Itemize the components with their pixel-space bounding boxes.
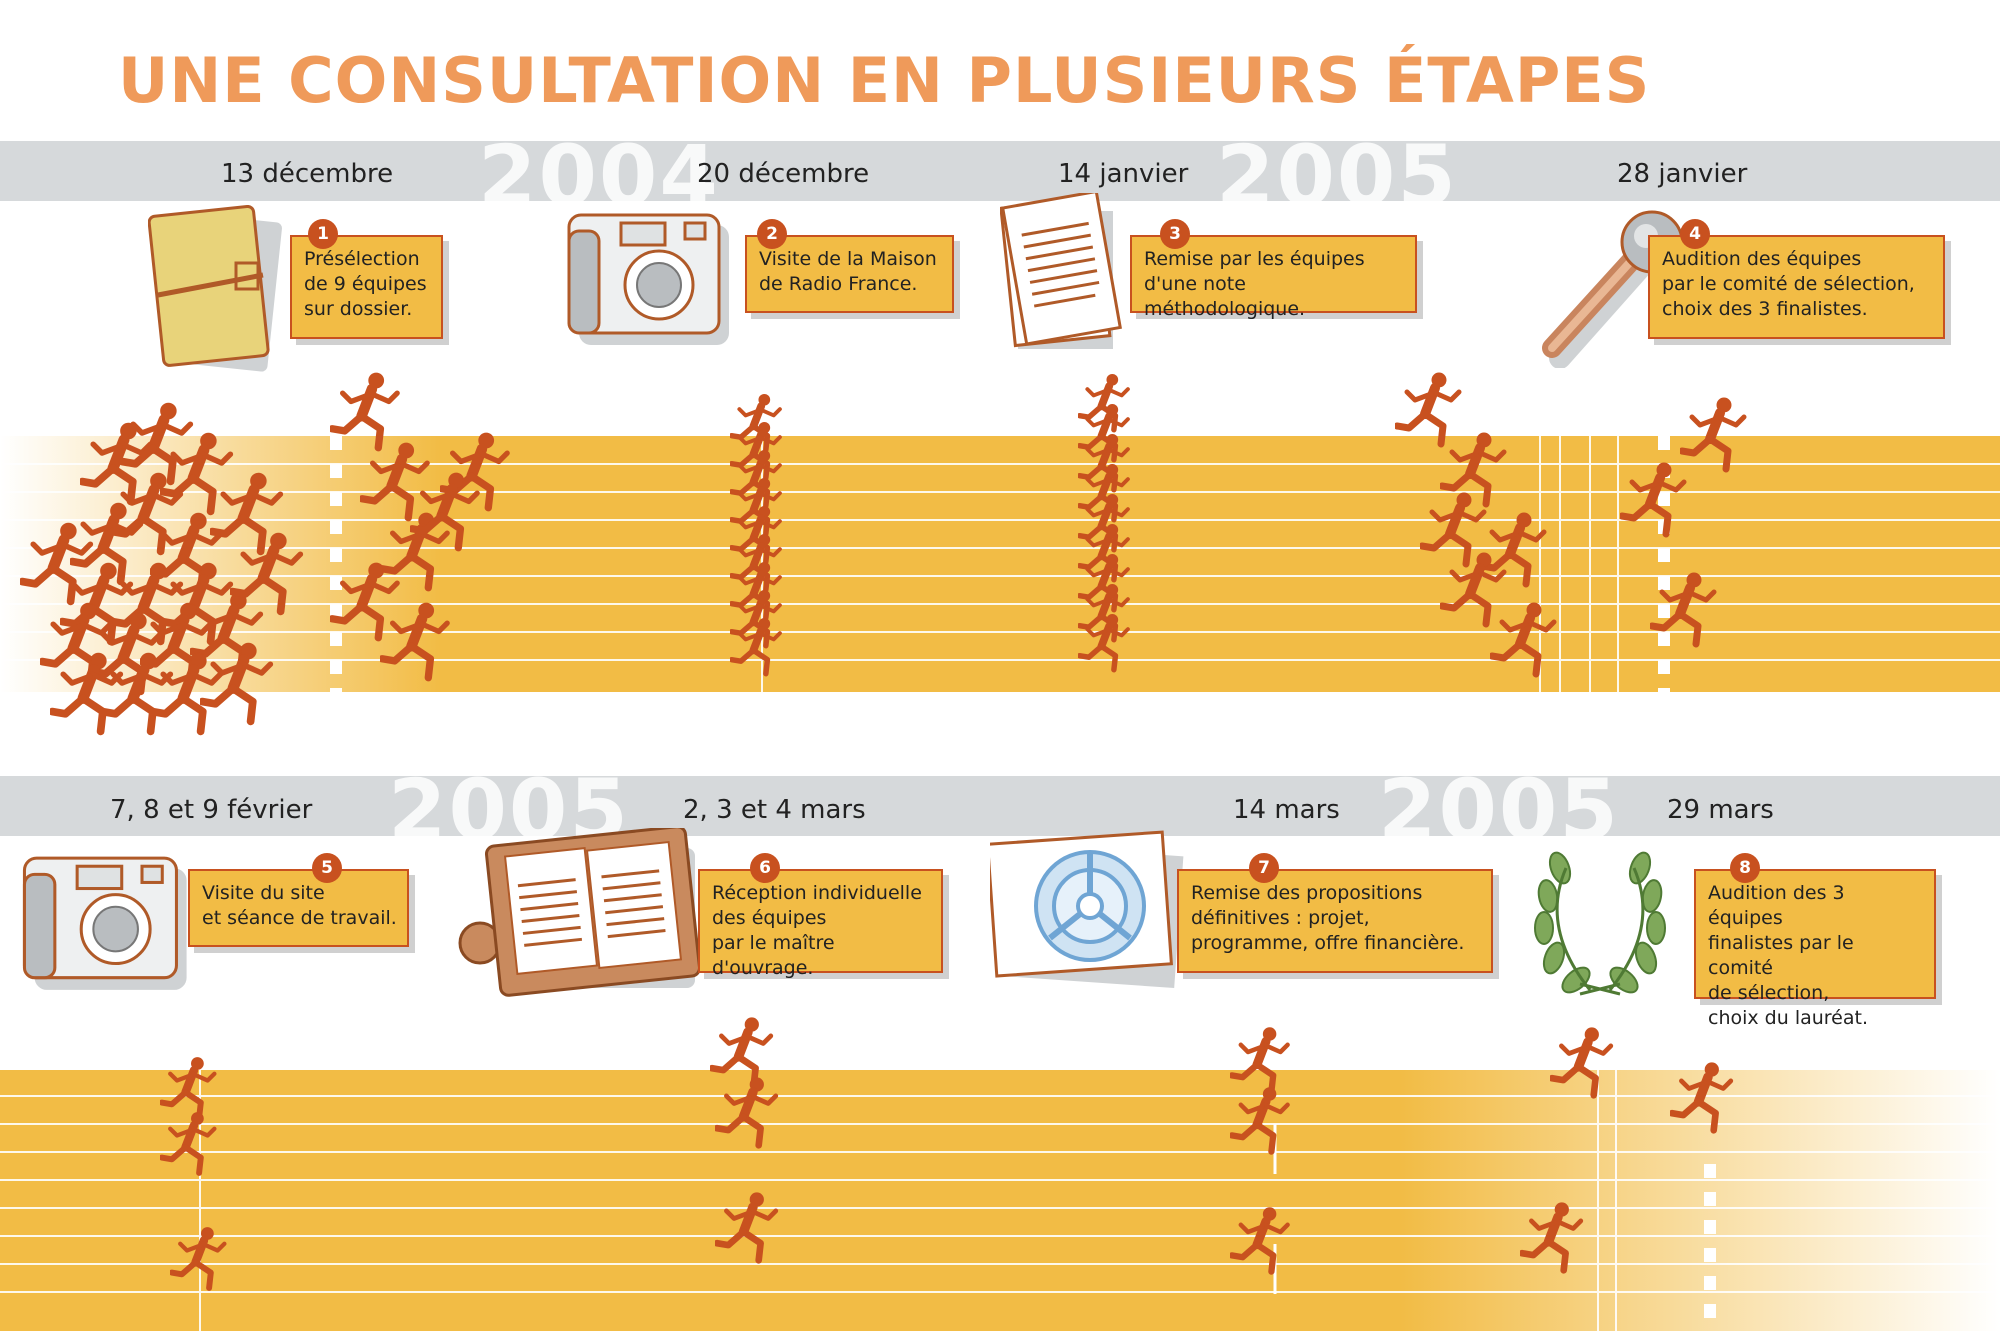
runner-icon: [715, 1192, 779, 1264]
runner-icon: [1395, 372, 1462, 448]
step-text: Visite de la Maison de Radio France.: [759, 248, 937, 295]
runner-icon: [1078, 613, 1130, 673]
runner-icon: [150, 652, 224, 736]
step-number: 8: [1730, 853, 1760, 883]
runner-icon: [410, 472, 480, 552]
runner-icon: [360, 442, 430, 522]
runner-icon: [730, 617, 782, 677]
step-text: Audition des équipes par le comité de sé…: [1662, 248, 1915, 320]
runner-icon: [1078, 433, 1130, 493]
runner-icon: [50, 652, 124, 736]
page-title: UNE CONSULTATION EN PLUSIEURS ÉTAPES: [118, 44, 1651, 117]
runner-icon: [160, 562, 234, 646]
step-date: 2, 3 et 4 mars: [683, 795, 866, 825]
step-number: 3: [1160, 219, 1190, 249]
runner-icon: [1680, 397, 1747, 473]
runner-icon: [1078, 523, 1130, 583]
step-number: 6: [750, 853, 780, 883]
runner-icon: [730, 589, 782, 649]
step-box: 4 Audition des équipes par le comité de …: [1648, 219, 1945, 339]
runner-icon: [730, 449, 782, 509]
runner-icon: [1440, 552, 1507, 628]
folder-icon: [148, 205, 282, 372]
runner-icon: [730, 421, 782, 481]
step-box: 6 Réception individuelle des équipes par…: [698, 853, 943, 979]
document-icon: [1000, 193, 1122, 349]
runner-icon: [380, 602, 450, 682]
step-number: 7: [1249, 853, 1279, 883]
step-date: 13 décembre: [221, 159, 394, 189]
runner-icon: [330, 562, 400, 642]
runner-icon: [80, 422, 154, 506]
runner-icon: [1490, 602, 1557, 678]
year-label: 2004: [478, 127, 720, 225]
step-date: 29 mars: [1667, 795, 1774, 825]
step-date: 14 janvier: [1058, 159, 1189, 189]
runner-icon: [200, 642, 274, 726]
runner-icon: [715, 1077, 779, 1149]
runner-icon: [1078, 493, 1130, 553]
runner-icon: [1620, 462, 1687, 538]
runner-icon: [1670, 1062, 1734, 1134]
step-date: 7, 8 et 9 février: [110, 795, 313, 825]
runner-icon: [1550, 1027, 1614, 1099]
runner-icon: [1078, 583, 1130, 643]
runner-icon: [710, 1017, 774, 1089]
year-label: 2005: [1378, 761, 1620, 859]
step-number: 2: [757, 219, 787, 249]
runner-icon: [160, 1112, 217, 1176]
camera-icon: [22, 856, 187, 990]
runner-icon: [230, 532, 304, 616]
step-text: Remise par les équipes d'une note méthod…: [1144, 248, 1365, 320]
runner-icon: [380, 512, 450, 592]
step-number: 1: [308, 219, 338, 249]
runner-icon: [170, 1227, 227, 1291]
step-number: 4: [1680, 219, 1710, 249]
timeline-band-bottom: [0, 776, 2000, 836]
step-text: Visite du site et séance de travail.: [202, 882, 397, 929]
runner-icon: [1230, 1207, 1290, 1275]
runner-icon: [1078, 403, 1130, 463]
running-track: [0, 436, 2000, 692]
year-label: 2005: [1216, 127, 1458, 225]
step-date: 20 décembre: [697, 159, 870, 189]
agenda-icon: [458, 828, 701, 997]
runner-icon: [1440, 432, 1507, 508]
runner-icon: [40, 602, 114, 686]
timeline-band-top: [0, 141, 2000, 201]
runner-icon: [330, 372, 400, 452]
step-text: Audition des 3 équipes finalistes par le…: [1708, 882, 1868, 1029]
step-box: 7 Remise des propositions définitives : …: [1177, 853, 1493, 973]
runner-icon: [120, 402, 194, 486]
runner-icon: [1078, 373, 1130, 433]
runner-icon: [1230, 1027, 1290, 1095]
runner-icon: [730, 533, 782, 593]
running-track: [0, 1070, 2000, 1331]
step-box: 8 Audition des 3 équipes finalistes par …: [1694, 853, 1936, 1029]
step-box: 2 Visite de la Maison de Radio France.: [745, 219, 954, 313]
step-number: 5: [312, 853, 342, 883]
runner-icon: [160, 432, 234, 516]
runner-icon: [1520, 1202, 1584, 1274]
step-box: 1 Présélection de 9 équipes sur dossier.: [290, 219, 443, 339]
runner-icon: [1078, 463, 1130, 523]
step-box: 3 Remise par les équipes d'une note méth…: [1130, 219, 1417, 320]
step-date: 28 janvier: [1617, 159, 1748, 189]
laurel-icon: [1534, 851, 1666, 996]
step-text: Réception individuelle des équipes par l…: [712, 882, 922, 979]
runner-icon: [1078, 553, 1130, 613]
runner-icon: [1420, 492, 1487, 568]
step-date: 14 mars: [1233, 795, 1340, 825]
runner-icon: [1230, 1087, 1290, 1155]
plan-icon: [990, 830, 1184, 989]
step-text: Remise des propositions définitives : pr…: [1191, 882, 1465, 954]
step-text: Présélection de 9 équipes sur dossier.: [304, 248, 427, 320]
runner-icon: [210, 472, 284, 556]
camera-icon: [567, 213, 729, 345]
step-box: 5 Visite du site et séance de travail.: [188, 853, 409, 947]
runner-icon: [1650, 572, 1717, 648]
